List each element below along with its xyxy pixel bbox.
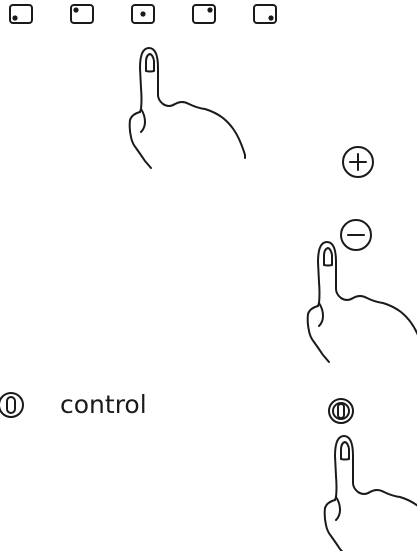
- indicator-box: [71, 5, 93, 23]
- power-icon[interactable]: [329, 399, 353, 423]
- indicator-dot-bottom-right: [268, 15, 273, 20]
- legend-power-icon: [0, 393, 23, 417]
- indicator-dot-top-left: [73, 7, 78, 12]
- pointing-hand-icon: [130, 48, 245, 168]
- indicator-box: [10, 5, 32, 23]
- pointing-hand-icon: [325, 436, 417, 551]
- minus-circle-icon[interactable]: [341, 220, 371, 250]
- indicator-box: [254, 5, 276, 23]
- pointing-hand-icon: [308, 242, 417, 362]
- indicator-dot-top-right: [207, 7, 212, 12]
- legend-label: control: [60, 390, 147, 419]
- plus-circle-icon[interactable]: [343, 147, 373, 177]
- indicator-dot-bottom-left: [12, 15, 17, 20]
- indicator-dot-center: [140, 11, 145, 16]
- indicator-row: [10, 5, 276, 23]
- indicator-box: [193, 5, 215, 23]
